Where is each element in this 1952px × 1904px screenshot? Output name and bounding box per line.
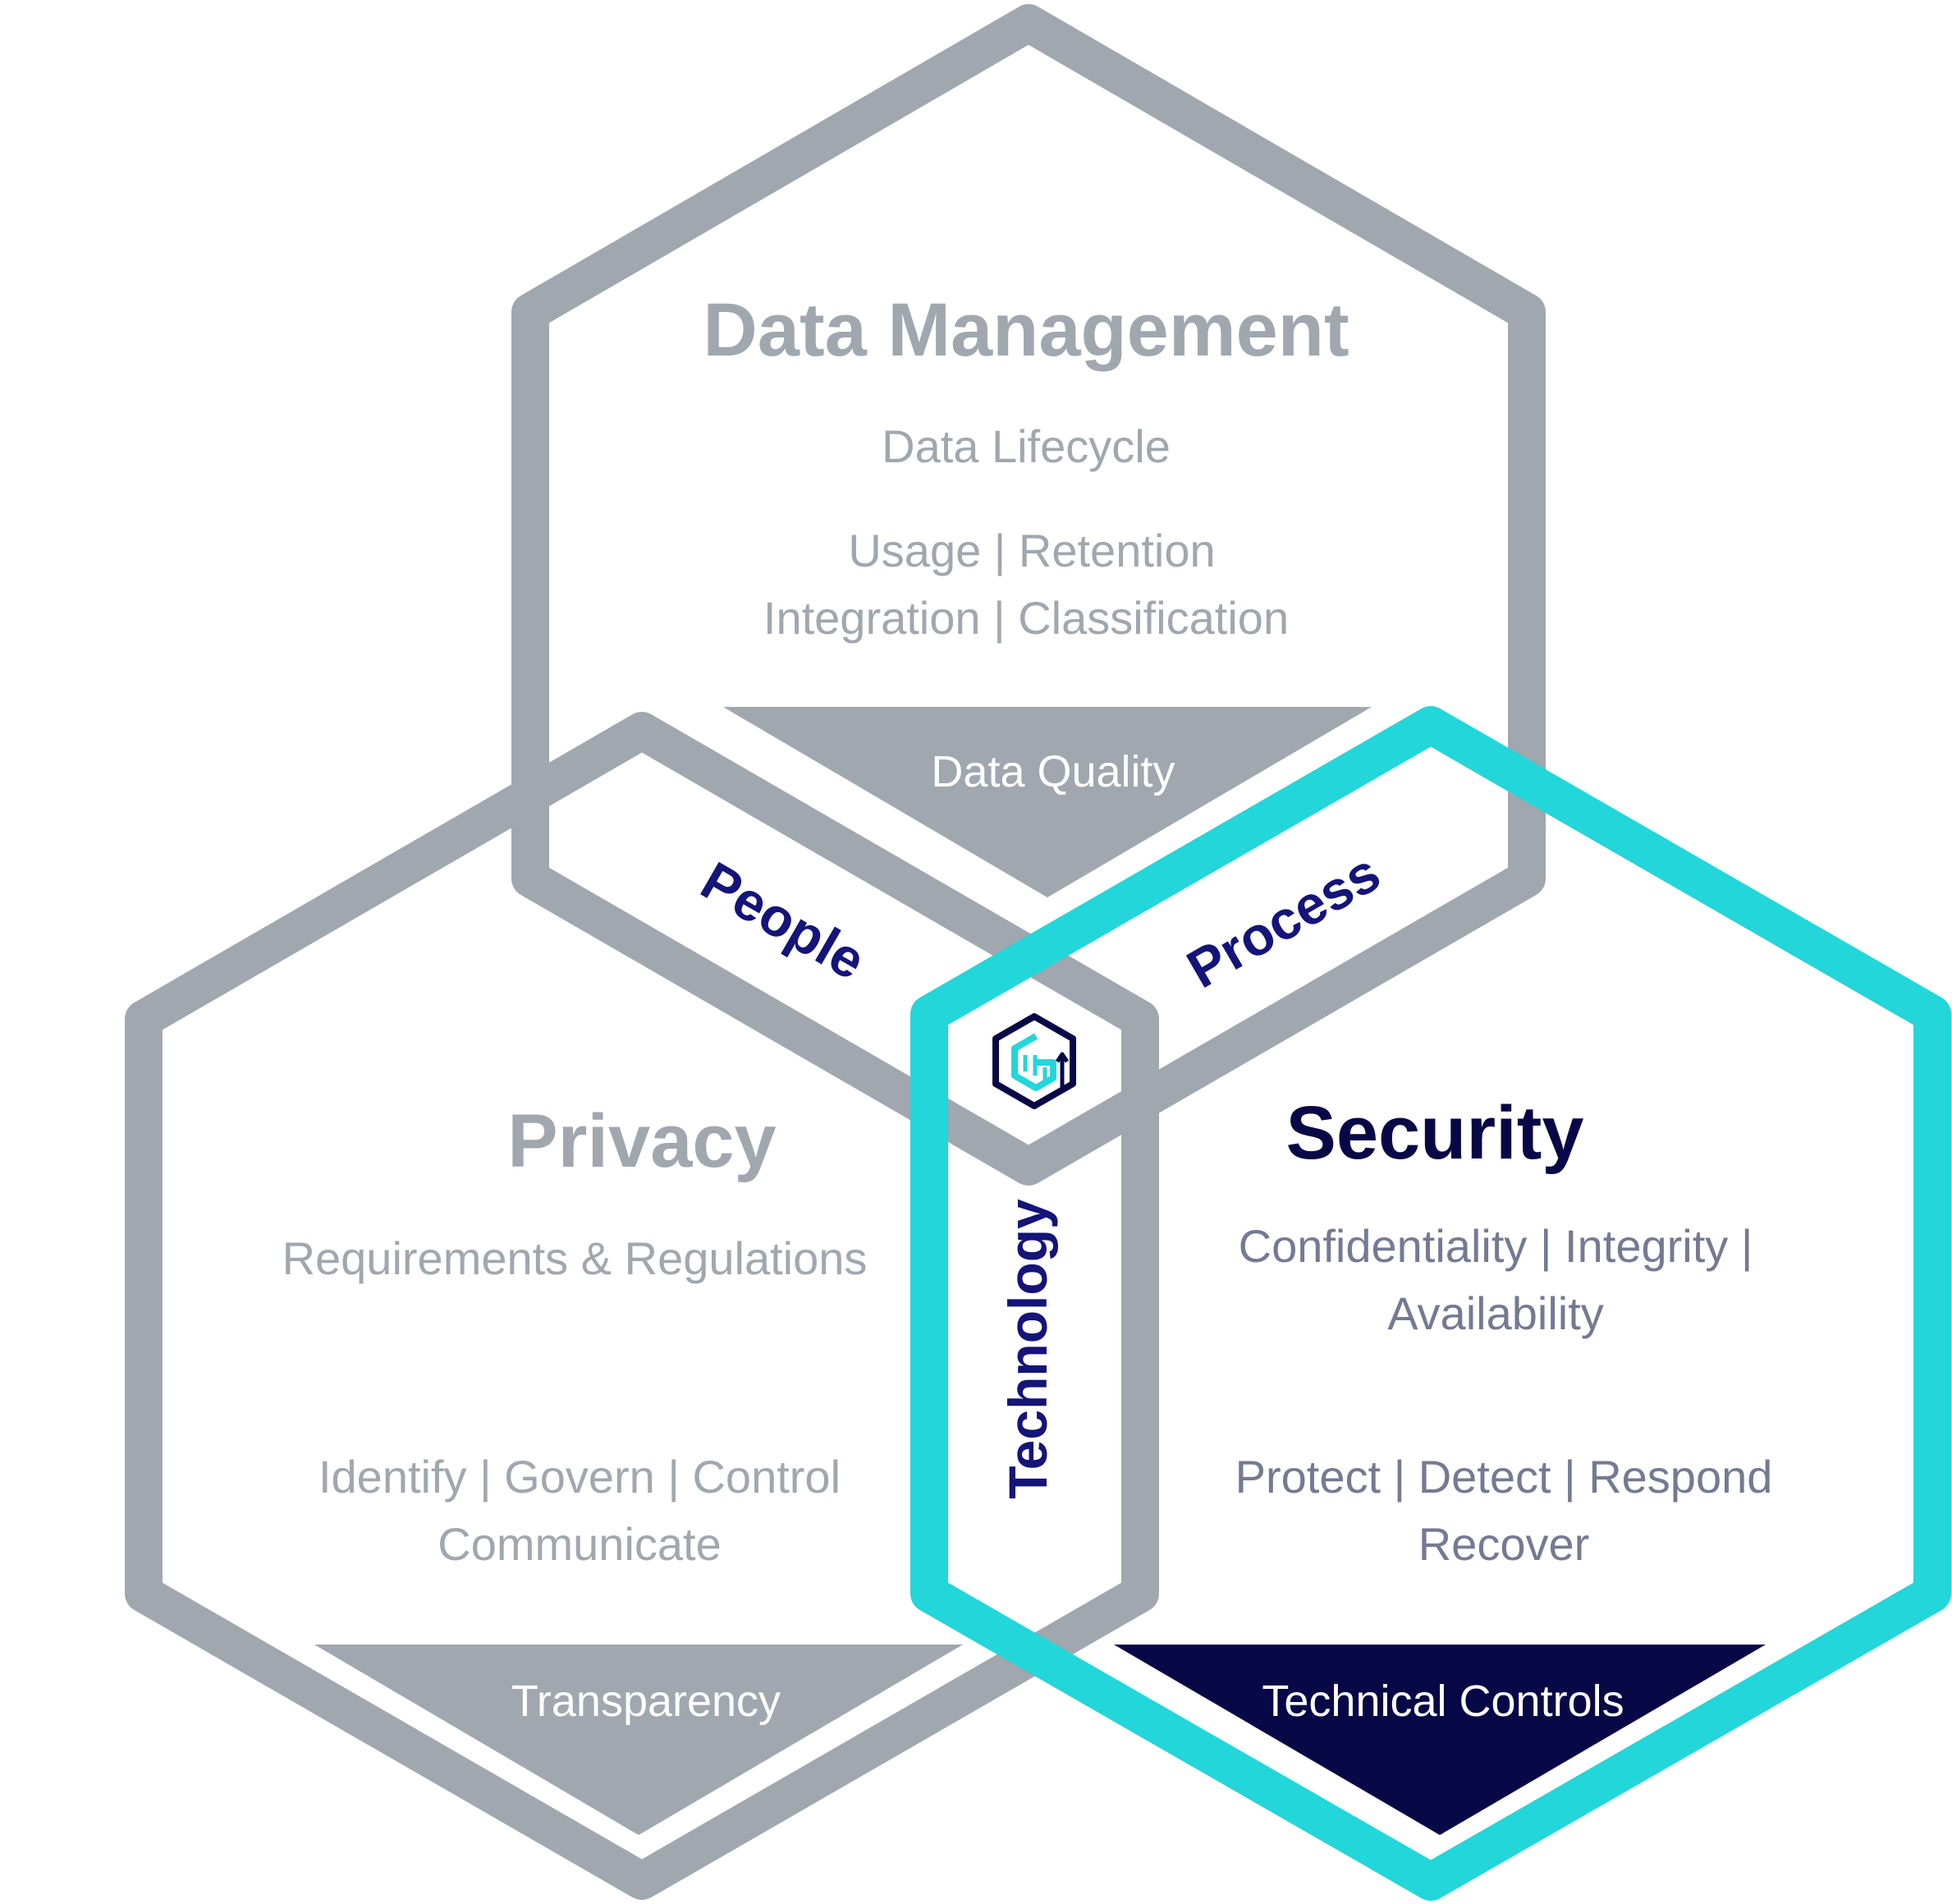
data-quality-triangle bbox=[723, 707, 1372, 897]
usage-retention-label: Usage | Retention bbox=[848, 525, 1215, 576]
privacy-title: Privacy bbox=[507, 1099, 776, 1183]
identify-govern-control-label: Identify | Govern | Control bbox=[318, 1451, 841, 1503]
hexagon-logo-icon bbox=[992, 1013, 1076, 1109]
requirements-regulations-label: Requirements & Regulations bbox=[282, 1232, 868, 1284]
technical-controls-label: Technical Controls bbox=[1262, 1677, 1624, 1726]
data-quality-label: Data Quality bbox=[931, 747, 1175, 796]
technical-controls-triangle bbox=[1114, 1645, 1766, 1835]
cia-label-line2: Availability bbox=[1387, 1287, 1604, 1339]
communicate-label: Communicate bbox=[438, 1518, 721, 1570]
recover-label: Recover bbox=[1418, 1518, 1590, 1570]
transparency-label: Transparency bbox=[511, 1677, 781, 1726]
integration-classification-label: Integration | Classification bbox=[763, 592, 1289, 644]
cia-label-line1: Confidentiality | Integrity | bbox=[1239, 1220, 1753, 1272]
transparency-triangle bbox=[314, 1645, 963, 1835]
data-management-hexagon bbox=[511, 4, 1546, 1186]
technology-label: Technology bbox=[997, 1199, 1058, 1499]
data-lifecycle-label: Data Lifecycle bbox=[882, 420, 1171, 472]
security-hexagon bbox=[910, 706, 1951, 1901]
security-title: Security bbox=[1285, 1091, 1583, 1175]
data-management-title: Data Management bbox=[703, 288, 1349, 372]
protect-detect-respond-label: Protect | Detect | Respond bbox=[1235, 1451, 1773, 1503]
privacy-hexagon bbox=[125, 712, 1159, 1900]
